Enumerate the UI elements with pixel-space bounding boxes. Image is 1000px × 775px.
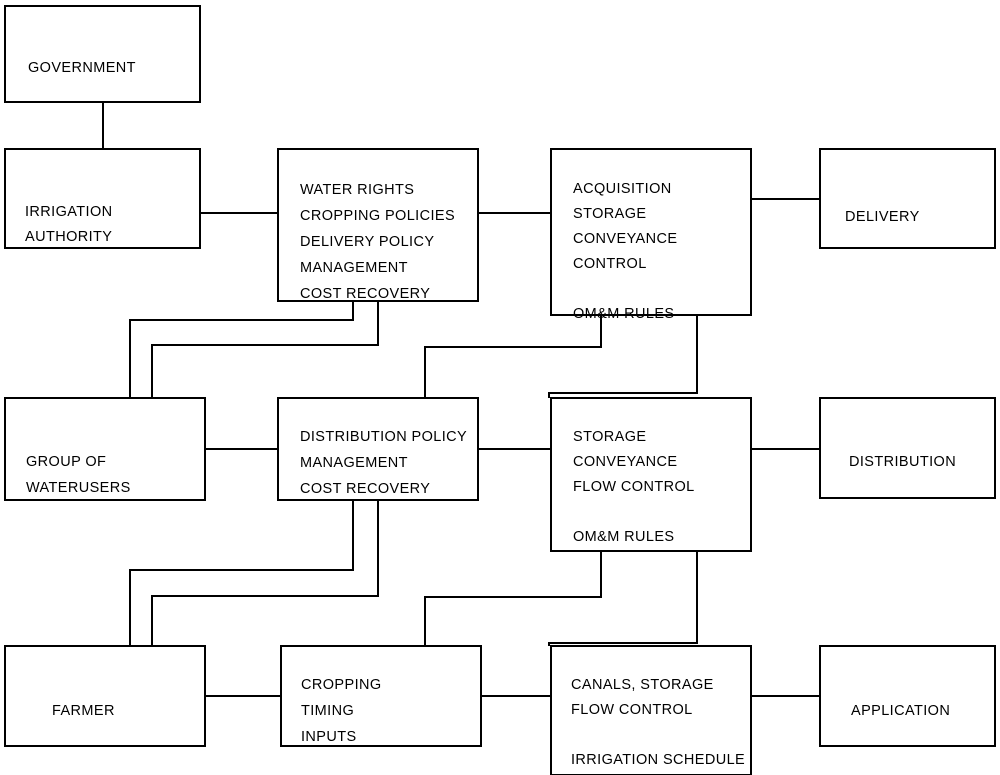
water-rights-policy-box-line-1: CROPPING POLICIES	[300, 208, 455, 224]
canals-storage-box-line-0: CANALS, STORAGE	[571, 677, 714, 693]
canals-storage-box-line-3: IRRIGATION SCHEDULE	[571, 752, 745, 768]
cropping-timing-inputs-box-line-2: INPUTS	[301, 729, 357, 745]
connector-water-rights-to-group	[128, 301, 355, 398]
acquisition-storage-box-line-0: ACQUISITION	[573, 181, 672, 197]
application-box: APPLICATION	[818, 644, 997, 748]
distribution-policy-box-line-1: MANAGEMENT	[300, 455, 408, 471]
distribution-box-line-0: DISTRIBUTION	[849, 454, 956, 470]
distribution-box-outline	[818, 396, 997, 500]
acquisition-storage-box-line-4	[573, 281, 577, 297]
connector-distribution-to-canals	[547, 498, 699, 646]
connector-distribution-policy-to-cropping	[150, 500, 380, 646]
government-box-outline	[3, 4, 202, 104]
delivery-box-label: DELIVERY	[845, 209, 920, 225]
node-layer: GOVERNMENT IRRIGATION AUTHORITY WATER RIGHT…	[3, 4, 997, 775]
canals-storage-box-outline	[549, 644, 753, 775]
water-rights-policy-box-line-0: WATER RIGHTS	[300, 182, 414, 198]
connector-water-rights-to-distribution-policy	[150, 301, 380, 398]
farmer-box-outline	[3, 644, 207, 748]
storage-conveyance-box-line-0: STORAGE	[573, 429, 646, 445]
water-rights-policy-box-outline	[276, 147, 480, 303]
distribution-policy-box-line-0: DISTRIBUTION POLICY	[300, 429, 467, 445]
group-of-waterusers-box-outline	[3, 396, 207, 502]
application-box-label: APPLICATION	[851, 703, 950, 719]
storage-conveyance-box-line-4: OM&M RULES	[573, 529, 675, 545]
water-rights-policy-box-line-2: DELIVERY POLICY	[300, 234, 434, 250]
water-rights-policy-box-label: WATER RIGHTS CROPPING POLICIES DELIVERY PO…	[300, 182, 455, 302]
farmer-box-line-0: FARMER	[52, 703, 115, 719]
application-box-line-0: APPLICATION	[851, 703, 950, 719]
distribution-box: DISTRIBUTION	[818, 396, 997, 500]
canals-storage-box: CANALS, STORAGE FLOW CONTROL IRRIGATION S…	[549, 644, 753, 775]
farmer-box-label: FARMER	[52, 703, 115, 719]
group-of-waterusers-box-line-1: WATERUSERS	[26, 480, 131, 496]
farmer-box: FARMER	[3, 644, 207, 748]
government-box: GOVERNMENT	[3, 4, 202, 104]
delivery-box-outline	[818, 147, 997, 250]
cropping-timing-inputs-box-line-0: CROPPING	[301, 677, 382, 693]
government-box-line-0: GOVERNMENT	[28, 60, 136, 76]
irrigation-authority-box: IRRIGATION AUTHORITY	[3, 147, 202, 250]
irrigation-authority-box-outline	[3, 147, 202, 250]
distribution-policy-box-label: DISTRIBUTION POLICY MANAGEMENT COST RECOVE…	[300, 429, 467, 497]
distribution-policy-box: DISTRIBUTION POLICY MANAGEMENT COST RECOVE…	[276, 396, 480, 502]
distribution-policy-box-outline	[276, 396, 480, 502]
storage-conveyance-box: STORAGE CONVEYANCE FLOW CONTROL OM&M RULES	[549, 396, 753, 553]
storage-conveyance-box-line-1: CONVEYANCE	[573, 454, 677, 470]
irrigation-authority-box-line-0: IRRIGATION	[25, 204, 113, 220]
delivery-box-line-0: DELIVERY	[845, 209, 920, 225]
connector-distribution-policy-to-farmer	[128, 500, 355, 646]
government-box-label: GOVERNMENT	[28, 60, 136, 76]
cropping-timing-inputs-box-outline	[279, 644, 483, 748]
acquisition-storage-box-line-1: STORAGE	[573, 206, 646, 222]
acquisition-storage-box: ACQUISITION STORAGE CONVEYANCE CONTROL OM&M…	[549, 147, 753, 322]
storage-conveyance-box-label: STORAGE CONVEYANCE FLOW CONTROL OM&M RULES	[573, 429, 695, 545]
group-of-waterusers-box: GROUP OF WATERUSERS	[3, 396, 207, 502]
acquisition-storage-box-line-5: OM&M RULES	[573, 306, 675, 322]
application-box-outline	[818, 644, 997, 748]
acquisition-storage-box-line-2: CONVEYANCE	[573, 231, 677, 247]
irrigation-authority-box-line-1: AUTHORITY	[25, 229, 112, 245]
connector-delivery-to-storage-conveyance	[547, 248, 699, 398]
acquisition-storage-box-outline	[549, 147, 753, 317]
storage-conveyance-box-line-3	[573, 504, 577, 520]
water-rights-policy-box-line-3: MANAGEMENT	[300, 260, 408, 276]
canals-storage-box-line-1: FLOW CONTROL	[571, 702, 693, 718]
irrigation-authority-box-label: IRRIGATION AUTHORITY	[25, 204, 113, 245]
cropping-timing-inputs-box: CROPPING TIMING INPUTS	[279, 644, 483, 748]
connector-storage-to-canals	[423, 551, 603, 646]
connector-acquisition-to-storage-conveyance	[423, 315, 603, 398]
distribution-box-label: DISTRIBUTION	[849, 454, 956, 470]
water-rights-policy-box-line-4: COST RECOVERY	[300, 286, 430, 302]
acquisition-storage-box-line-3: CONTROL	[573, 256, 647, 272]
canals-storage-box-line-2	[571, 727, 575, 743]
connector-layer	[101, 102, 820, 698]
cropping-timing-inputs-box-line-1: TIMING	[301, 703, 354, 719]
water-rights-policy-box: WATER RIGHTS CROPPING POLICIES DELIVERY PO…	[276, 147, 480, 303]
canals-storage-box-label: CANALS, STORAGE FLOW CONTROL IRRIGATION S…	[571, 677, 745, 768]
distribution-policy-box-line-2: COST RECOVERY	[300, 481, 430, 497]
group-of-waterusers-box-line-0: GROUP OF	[26, 454, 106, 470]
storage-conveyance-box-outline	[549, 396, 753, 553]
group-of-waterusers-box-label: GROUP OF WATERUSERS	[26, 454, 131, 496]
delivery-box: DELIVERY	[818, 147, 997, 250]
acquisition-storage-box-label: ACQUISITION STORAGE CONVEYANCE CONTROL OM&M…	[573, 181, 677, 322]
storage-conveyance-box-line-2: FLOW CONTROL	[573, 479, 695, 495]
cropping-timing-inputs-box-label: CROPPING TIMING INPUTS	[301, 677, 382, 745]
